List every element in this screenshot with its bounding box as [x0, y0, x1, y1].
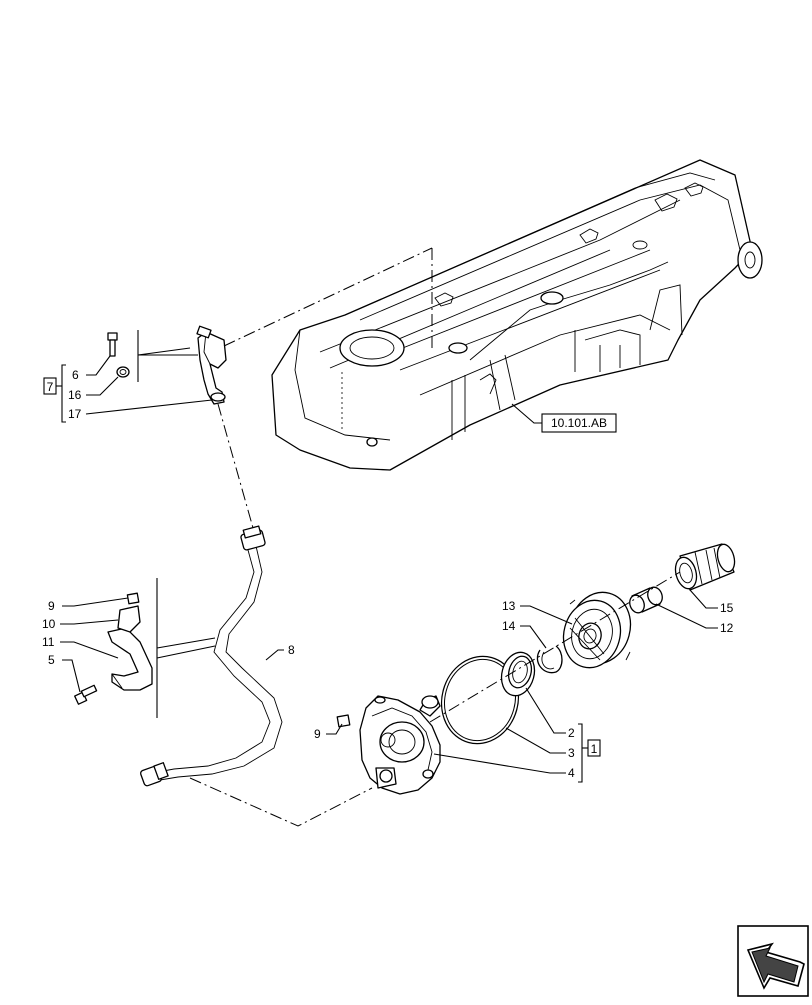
o-ring-3 [440, 655, 520, 745]
valve-15 [674, 543, 736, 591]
callout-4: 4 [568, 766, 575, 780]
bolt-5 [74, 684, 98, 705]
snap-ring-14 [536, 645, 563, 674]
callout-5: 5 [48, 653, 55, 667]
callout-8: 8 [288, 643, 295, 657]
breather-hose-8 [140, 525, 283, 787]
rocker-cover [271, 159, 763, 471]
callout-17: 17 [68, 407, 82, 421]
callout-group-1: 2 3 4 1 [433, 687, 601, 783]
callout-10: 10 [42, 617, 56, 631]
callout-group-7: 7 6 16 17 [43, 355, 213, 423]
breather-elbow [196, 325, 227, 405]
callout-14: 14 [502, 619, 516, 633]
group7-bracket [137, 330, 198, 382]
o-ring-16 [116, 366, 130, 378]
rotor-13 [562, 591, 632, 669]
next-page-arrow-icon[interactable] [737, 925, 809, 997]
callout-9b: 9 [314, 727, 321, 741]
callout-13: 13 [502, 599, 516, 613]
nut-9a [126, 592, 140, 605]
reference-label-group: 10.101.AB [511, 403, 617, 433]
callout-12: 12 [720, 621, 734, 635]
callout-15: 15 [720, 601, 734, 615]
separator-housing-4 [359, 695, 441, 795]
washer-10 [117, 605, 141, 633]
nut-9b [336, 714, 351, 728]
callout-3: 3 [568, 746, 575, 760]
callout-9a: 9 [48, 599, 55, 613]
callout-1: 1 [591, 742, 598, 756]
callout-11: 11 [42, 635, 55, 649]
reference-label: 10.101.AB [551, 416, 607, 430]
clamp-11 [107, 627, 153, 691]
bolt-6 [107, 332, 118, 357]
callout-2: 2 [568, 726, 575, 740]
seal-2 [500, 651, 536, 697]
callout-16: 16 [68, 388, 82, 402]
callout-7: 7 [47, 380, 54, 394]
callout-6: 6 [72, 368, 79, 382]
